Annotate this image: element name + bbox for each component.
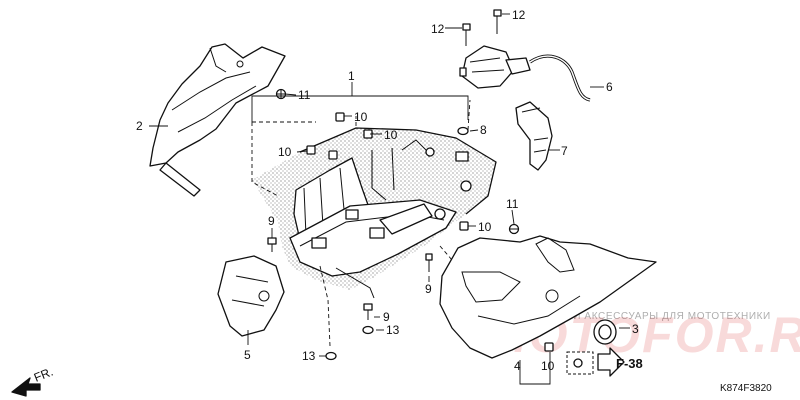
- part-5-heat-guard: [217, 255, 285, 337]
- callout-2: 2: [136, 119, 143, 133]
- part-7-plug-cap: [515, 101, 553, 171]
- callout-9-center: 9: [425, 282, 432, 296]
- callout-10-b: 10: [384, 128, 398, 142]
- callout-1: 1: [348, 69, 355, 83]
- callout-10-c: 10: [278, 145, 292, 159]
- ignition-coil: [459, 45, 531, 89]
- diagram-code: K874F3820: [720, 383, 772, 394]
- callout-10-d: 10: [478, 220, 492, 234]
- reference-lines: [251, 99, 471, 347]
- part-6-ignition-cord: [529, 54, 591, 102]
- callout-10-a: 10: [354, 110, 368, 124]
- callout-10-e: 10: [541, 359, 555, 373]
- callout-4: 4: [514, 359, 521, 373]
- callout-6: 6: [606, 80, 613, 94]
- callout-8: 8: [480, 123, 487, 137]
- part-8-grommet: [457, 126, 469, 136]
- callout-13-left: 13: [302, 349, 316, 363]
- part-9-screws: [267, 237, 433, 320]
- callout-5: 5: [244, 348, 251, 362]
- callout-11-upper: 11: [298, 88, 311, 102]
- front-marker: FR.: [11, 365, 55, 397]
- f38-label: F-38: [616, 356, 643, 371]
- part-10-clips: [306, 112, 554, 352]
- watermark-tagline: ЗАПЧАСТИ И АКСЕССУАРЫ ДЛЯ МОТОТЕХНИКИ: [512, 311, 771, 322]
- part-4-side-cover: [439, 235, 657, 359]
- callout-9-lower: 9: [383, 310, 390, 324]
- part-1-undercover: [252, 127, 497, 299]
- f38-reference: F-38: [566, 347, 643, 377]
- part-3-grommet: [593, 319, 617, 345]
- callout-3: 3: [632, 322, 639, 336]
- callout-11-right: 11: [506, 197, 519, 211]
- callout-12-right: 12: [512, 8, 526, 22]
- callout-13-right: 13: [386, 323, 400, 337]
- callouts: 1 2 3 4 5 6 7 8 9 9 9 10 10 10 10 10 11 …: [136, 8, 639, 373]
- leader-lines: [149, 13, 630, 385]
- part-11-bolt-upper: [275, 88, 287, 100]
- part-2-inner-cover: [149, 43, 286, 197]
- front-label: FR.: [32, 365, 55, 385]
- part-13-nuts: [325, 325, 374, 361]
- part-12-bolts: [462, 9, 502, 46]
- callout-9-left: 9: [268, 214, 275, 228]
- callout-12-left: 12: [431, 22, 445, 36]
- part-11-bolt-right: [508, 223, 520, 235]
- callout-7: 7: [561, 144, 568, 158]
